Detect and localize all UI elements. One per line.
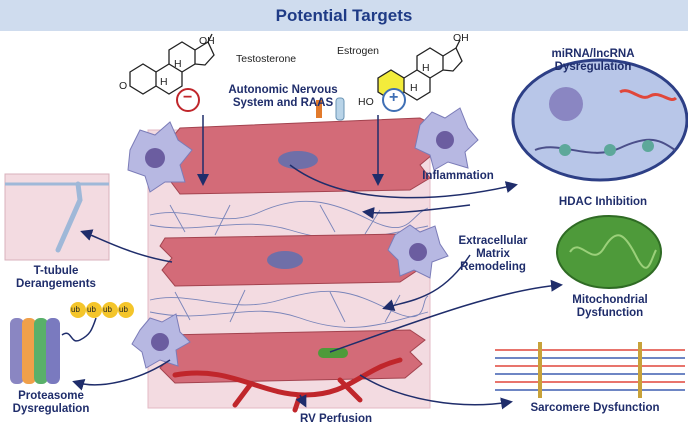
hdac-label: HDAC Inhibition [558,196,648,208]
rv-perfusion-label: RV Perfusion [300,413,372,425]
proteasome-inset [10,317,97,384]
cardiomyocyte-bottom [157,329,426,384]
ub-label-4: ub [119,305,128,314]
macrophage-top-right [414,107,479,171]
mitochondrial-label: Mitochondrial Dysfunction [572,294,648,319]
macrophage-top-left [127,121,193,193]
h-label-4: H [410,82,418,94]
ubiquitin-chain [70,302,134,318]
target-arrows [72,164,563,410]
ub-label-2: ub [87,305,96,314]
h-label-3: H [422,62,430,74]
ub-label-1: ub [71,305,80,314]
sarcomere-label: Sarcomere Dysfunction [530,402,660,414]
nucleus-middle [267,251,303,269]
h-label-1: H [174,58,182,70]
estrogen-label: Estrogen [337,45,380,57]
minus-sign: − [183,89,193,106]
t-tubule-label: T-tubule Derangements [16,265,96,290]
minus-badge [176,88,200,112]
proteasome-label: Proteasome Dysregulation [12,390,90,415]
keto-o-label: O [119,80,128,92]
autonomic-label: Autonomic Nervous System and RAAS [228,84,338,109]
nucleus-inset [511,58,688,182]
ecm-label: Extracellular Matrix Remodeling [458,235,528,273]
page-title: Potential Targets [275,5,413,25]
mirna-label: miRNA/lncRNA Dysregulation [551,48,635,73]
plus-badge [382,88,406,112]
testosterone-oh-label: OH [199,35,215,47]
receptor-icons [316,97,345,121]
mitochondrion-inset [556,215,662,289]
mitochondria-in-cell [318,348,348,358]
estrogen-oh-label: OH [453,32,469,44]
estrogen-ho-label: HO [358,96,374,108]
testosterone-label: Testosterone [236,53,297,65]
h-label-2: H [160,76,168,88]
macrophage-bottom-left [131,313,191,369]
plus-sign: + [389,89,399,106]
cardiomyocyte-middle [159,233,421,287]
nucleus-top [278,151,318,169]
testosterone-structure [129,33,215,95]
inflammation-label: Inflammation [422,170,494,182]
macrophage-middle-right [387,224,449,279]
title-banner: Potential Targets [0,0,688,31]
t-tubule-inset [4,173,110,261]
ub-label-3: ub [103,305,112,314]
sarcomere-inset [495,342,685,398]
diagram-canvas [4,33,688,413]
cardiomyocyte-top [164,117,439,195]
